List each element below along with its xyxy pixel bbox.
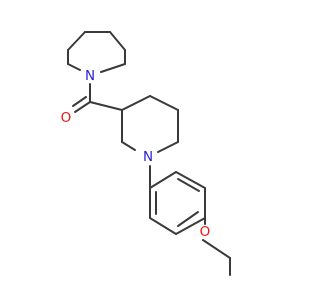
bond — [100, 63, 126, 73]
bond — [67, 31, 86, 51]
bond — [149, 171, 177, 189]
bond-lines — [67, 31, 231, 276]
bond — [109, 31, 126, 51]
atom-labels: N O N O — [61, 68, 211, 240]
bond — [149, 217, 177, 235]
bond — [175, 171, 206, 189]
molecule-structure-diagram: N O N O — [0, 0, 300, 300]
bond — [175, 217, 206, 235]
ring-nitrogen-label: N — [143, 149, 153, 165]
bond — [89, 101, 123, 111]
background — [0, 0, 300, 300]
bond — [202, 239, 231, 259]
double-bond — [74, 101, 91, 113]
bond — [157, 141, 179, 153]
nitrogen-atom-label: N — [85, 68, 95, 84]
bond — [149, 95, 179, 111]
ether-oxygen-label: O — [200, 224, 211, 240]
double-bond — [72, 96, 87, 107]
aromatic-bond — [177, 178, 200, 192]
carbonyl-oxygen-label: O — [61, 110, 72, 126]
bond — [121, 95, 151, 111]
bond — [121, 141, 136, 151]
bond — [67, 63, 81, 71]
aromatic-bond — [177, 211, 199, 227]
